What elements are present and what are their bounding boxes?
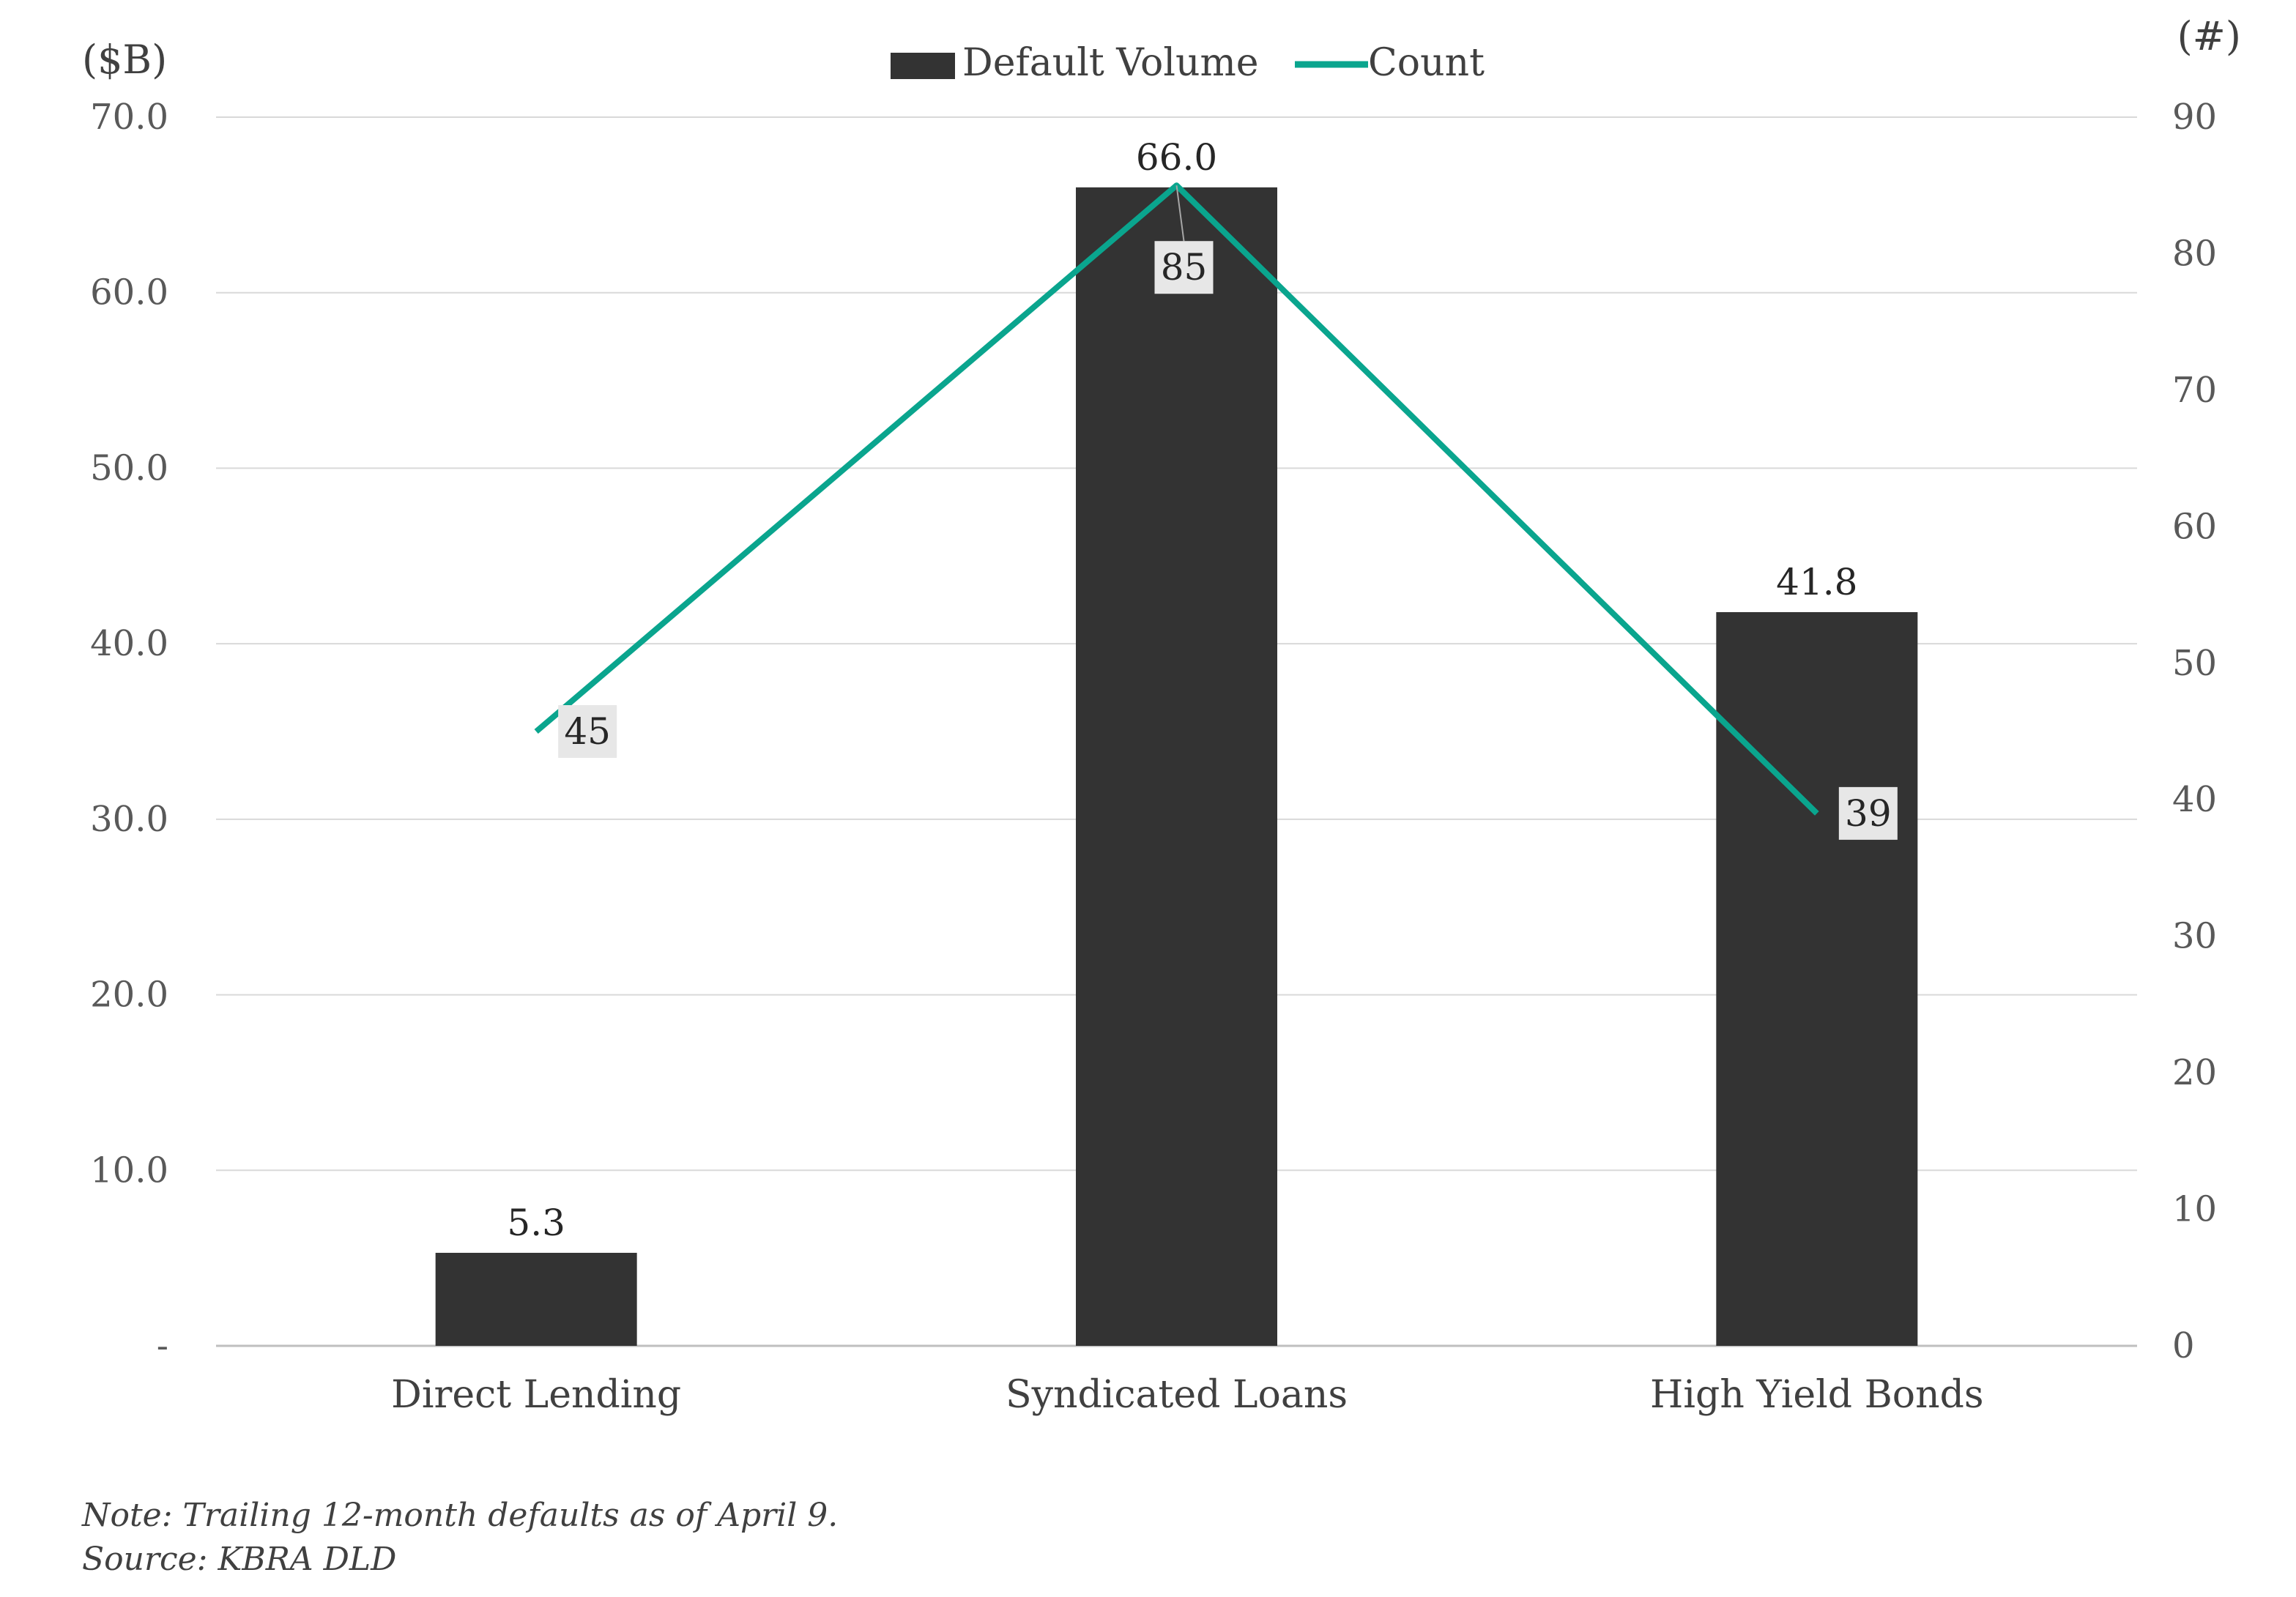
right-axis-unit: (#) <box>2177 13 2241 59</box>
count-value-label: 45 <box>564 710 611 753</box>
left-tick-label: 70.0 <box>90 97 168 138</box>
left-tick-label: 40.0 <box>90 623 168 664</box>
category-label: Syndicated Loans <box>1006 1373 1348 1417</box>
right-tick-label: 10 <box>2172 1189 2217 1230</box>
right-tick-label: 70 <box>2172 370 2217 411</box>
count-labels: 45 85 39 <box>558 185 1898 840</box>
source-text: Source: KBRA DLD <box>82 1541 397 1578</box>
bar <box>1076 187 1277 1346</box>
right-tick-label: 40 <box>2172 779 2217 820</box>
right-tick-label: 80 <box>2172 233 2217 274</box>
legend-label-count: Count <box>1368 41 1485 85</box>
legend-label-default-volume: Default Volume <box>962 41 1259 85</box>
bar-value-label: 5.3 <box>507 1202 565 1244</box>
legend-swatch-default-volume <box>891 53 955 79</box>
notes: Note: Trailing 12-month defaults as of A… <box>82 1494 838 1582</box>
left-tick-label: 30.0 <box>90 799 168 840</box>
left-tick-label: 50.0 <box>90 447 168 488</box>
bars <box>435 187 1918 1346</box>
count-label-leader <box>1175 185 1185 242</box>
bar <box>1716 611 1918 1346</box>
bar-labels: 5.3 66.0 41.8 <box>507 136 1857 1244</box>
count-label-box <box>558 705 617 758</box>
legend: Default Volume Count <box>891 41 1485 85</box>
count-value-label: 85 <box>1161 246 1208 288</box>
right-tick-label: 30 <box>2172 916 2217 957</box>
left-tick-label: 60.0 <box>90 272 168 313</box>
left-axis-ticks: - 10.0 20.0 30.0 40.0 50.0 60.0 70.0 <box>90 97 168 1366</box>
count-value-label: 39 <box>1845 792 1892 835</box>
category-label: High Yield Bonds <box>1650 1373 1984 1417</box>
right-tick-label: 60 <box>2172 506 2217 547</box>
category-labels: Direct Lending Syndicated Loans High Yield… <box>391 1373 1983 1417</box>
right-axis-ticks: 0 10 20 30 40 50 60 70 80 90 <box>2172 97 2217 1366</box>
count-label-box <box>1838 786 1898 840</box>
left-tick-label: 20.0 <box>90 975 168 1016</box>
count-label-box <box>1154 241 1214 294</box>
note-text: Note: Trailing 12-month defaults as of A… <box>82 1497 839 1534</box>
left-axis-unit: ($B) <box>82 37 167 83</box>
category-label: Direct Lending <box>391 1373 681 1417</box>
left-tick-label: 10.0 <box>90 1150 168 1191</box>
right-tick-label: 0 <box>2172 1325 2195 1366</box>
bar-value-label: 41.8 <box>1776 561 1857 603</box>
right-tick-label: 50 <box>2172 643 2217 684</box>
bar-value-label: 66.0 <box>1136 136 1217 179</box>
bar <box>435 1252 637 1346</box>
right-tick-label: 20 <box>2172 1052 2217 1093</box>
left-tick-label: - <box>157 1325 168 1366</box>
right-tick-label: 90 <box>2172 97 2217 138</box>
